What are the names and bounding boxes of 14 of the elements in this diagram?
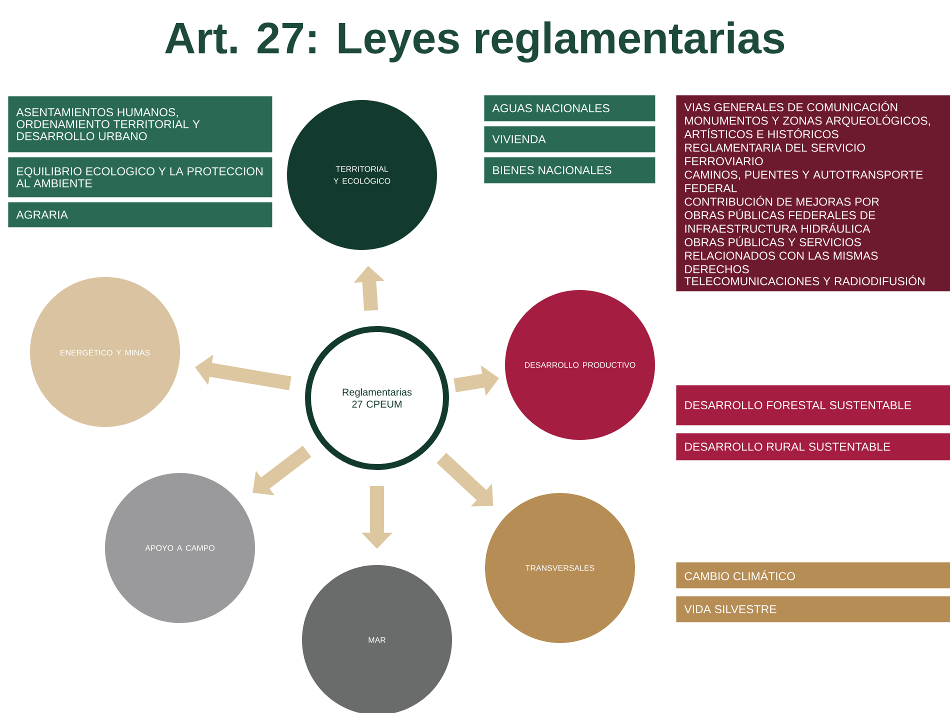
block-arrow [252,446,312,496]
law-box: VIAS GENERALES DE COMUNICACIÓN MONUMENTOS Y ZONAS ARQUEOLÓGICOS, ARTÍSTICOS E HISTÓRICOS REGLAMENTARIA DEL SERVICIO FERROVIARIO CAMINOS, PUENTES Y AUTOTRANSPORTE FEDERAL CONTRIBUCIÓN DE MEJORAS POR OBRAS PÚBLICAS FEDERALES DE INFRAESTRUCTURA HIDRÁULICA OBRAS PÚBLICAS Y SERVICIOS RELACIONADOS CON LAS MISMAS DERECHOS TELECOMUNICACIONES Y RADIODIFUSIÓN [676,95,950,292]
law-box: CAMBIO CLIMÁTICO [676,562,950,588]
block-arrow [436,452,494,506]
law-box: AGRARIA [8,202,272,228]
law-box: BIENES NACIONALES [484,157,656,184]
law-box: AGUAS NACIONALES [484,95,656,122]
law-box: VIVIENDA [484,126,656,152]
law-box: VIDA SILVESTRE [676,596,950,622]
law-box: DESARROLLO FORESTAL SUSTENTABLE [676,385,950,426]
law-box: ASENTAMIENTOS HUMANOS, ORDENAMIENTO TERRITORIAL Y DESARROLLO URBANO [8,96,272,152]
title: Art. 27: Leyes reglamentarias [165,21,784,63]
law-box: DESARROLLO RURAL SUSTENTABLE [676,433,950,460]
law-box: EQUILIBRIO ECOLOGICO Y LA PROTECCION AL AMBIENTE [8,157,272,198]
